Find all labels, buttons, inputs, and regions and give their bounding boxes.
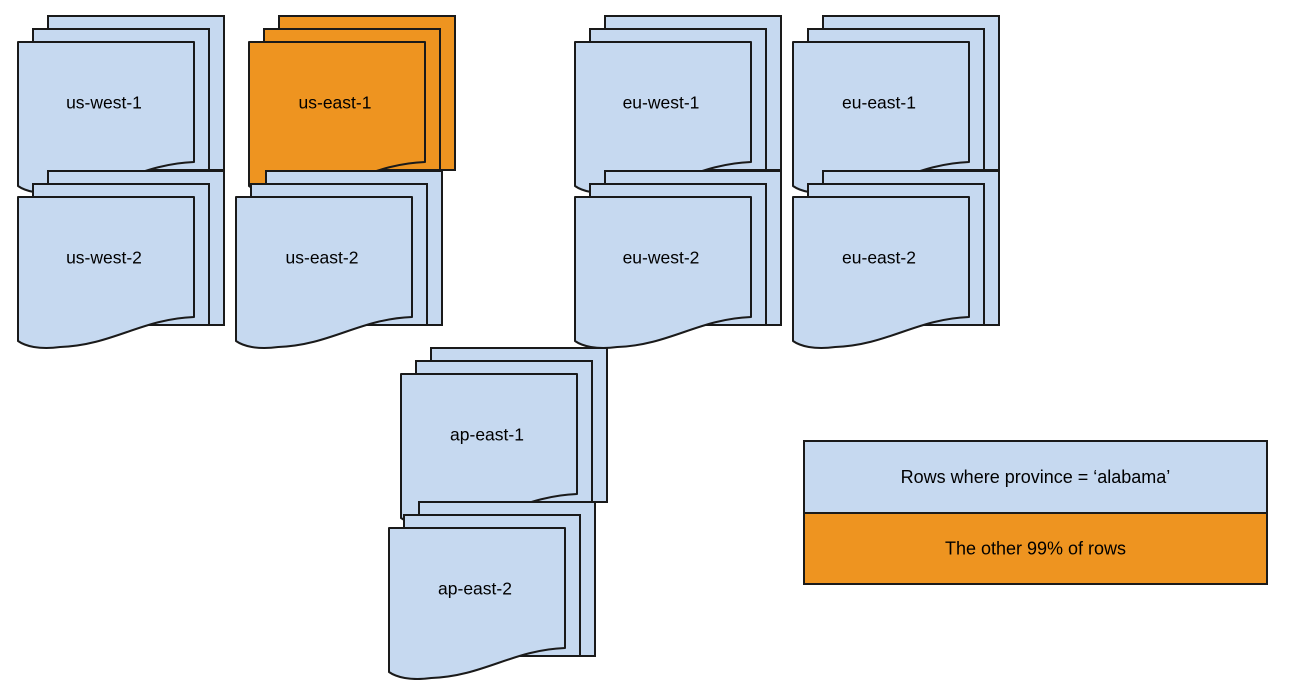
region-stack-us-east-1[interactable]: us-east-1: [248, 15, 456, 195]
legend-row-other: [803, 512, 1268, 585]
region-label-us-east-2: us-east-2: [286, 248, 359, 268]
region-label-eu-east-1: eu-east-1: [842, 93, 916, 113]
region-sheet-front: [17, 196, 195, 350]
legend: Rows where province = ‘alabama’ The other…: [803, 440, 1268, 585]
region-label-ap-east-1: ap-east-1: [450, 425, 524, 445]
region-stack-eu-west-1[interactable]: eu-west-1: [574, 15, 782, 195]
region-stack-us-west-1[interactable]: us-west-1: [17, 15, 225, 195]
region-label-eu-east-2: eu-east-2: [842, 248, 916, 268]
region-stack-us-west-2[interactable]: us-west-2: [17, 170, 225, 350]
legend-row-alabama-label: Rows where province = ‘alabama’: [901, 467, 1171, 487]
region-label-us-west-2: us-west-2: [66, 248, 142, 268]
region-sheet-front: [792, 196, 970, 350]
region-stack-eu-east-1[interactable]: eu-east-1: [792, 15, 1000, 195]
region-stack-eu-east-2[interactable]: eu-east-2: [792, 170, 1000, 350]
region-label-us-west-1: us-west-1: [66, 93, 142, 113]
region-label-us-east-1: us-east-1: [299, 93, 372, 113]
region-stack-us-east-2[interactable]: us-east-2: [235, 170, 443, 350]
region-label-eu-west-2: eu-west-2: [623, 248, 700, 268]
region-groups-layer: us-west-1 us-west-2 us-east-1 us-east-2 eu-w…: [17, 15, 1000, 680]
region-sheet-front: [388, 527, 566, 680]
region-label-eu-west-1: eu-west-1: [623, 93, 700, 113]
region-label-ap-east-2: ap-east-2: [438, 579, 512, 599]
legend-row-other-label: The other 99% of rows: [945, 538, 1126, 558]
region-sheet-front: [574, 196, 752, 350]
region-sheet-front: [235, 196, 413, 350]
legend-row-alabama: [803, 440, 1268, 514]
region-stack-ap-east-1[interactable]: ap-east-1: [400, 347, 608, 527]
region-stack-eu-west-2[interactable]: eu-west-2: [574, 170, 782, 350]
region-stack-ap-east-2[interactable]: ap-east-2: [388, 501, 596, 680]
